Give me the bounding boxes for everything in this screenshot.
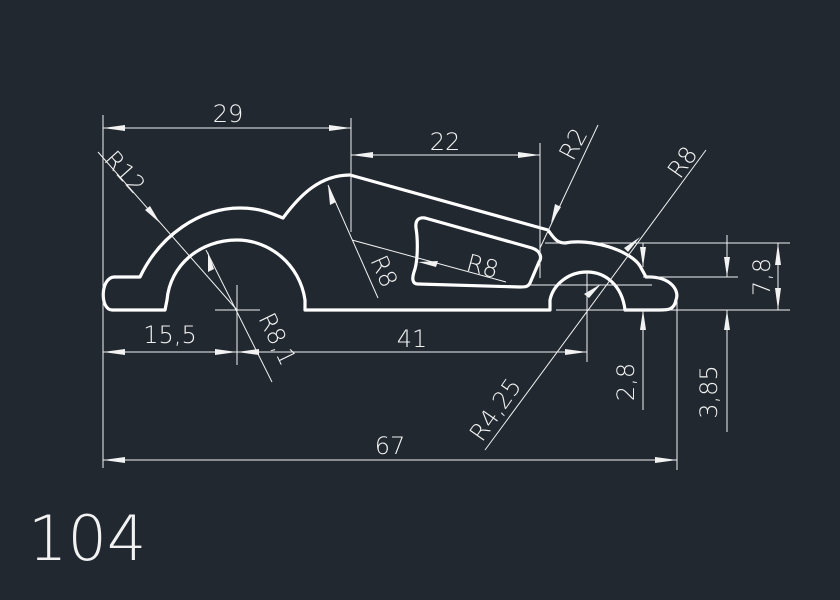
part-number-label: 104 [28, 502, 146, 575]
dim-r8-right-label: R8 [662, 141, 703, 183]
dim-29-label: 29 [213, 100, 244, 128]
dimension-arrowheads [103, 125, 781, 463]
dim-7-8-label: 7,8 [748, 258, 776, 296]
dim-67-label: 67 [375, 432, 406, 460]
dim-r2-label: R2 [554, 123, 594, 164]
dim-2-8-label: 2,8 [612, 363, 640, 401]
dimension-lines [97, 124, 779, 461]
dim-41-label: 41 [397, 325, 428, 353]
dim-15-5-label: 15,5 [143, 321, 196, 349]
dim-r8-left-label: R8 [365, 251, 404, 292]
dim-r8-1-label: R8,1 [253, 308, 302, 370]
extension-lines [102, 115, 790, 470]
dim-22-label: 22 [430, 128, 461, 156]
dim-r12-label: R12 [99, 145, 151, 199]
dim-3-85-label: 3,85 [695, 365, 723, 418]
